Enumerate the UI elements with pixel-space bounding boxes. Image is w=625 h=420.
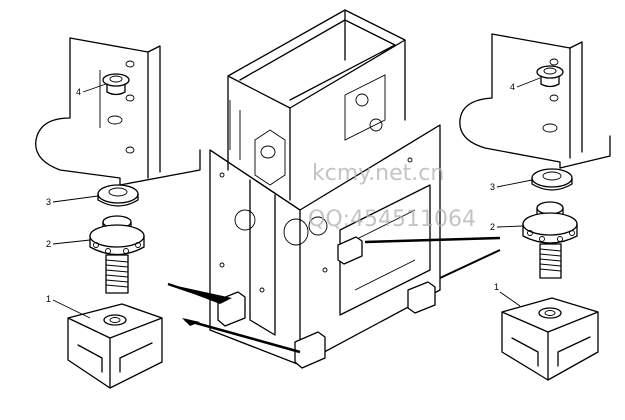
- right-part-3-washer: [531, 168, 573, 191]
- left-callouts: 4 3 2 1: [46, 83, 107, 319]
- right-callouts: 4 3 2 1: [490, 77, 541, 307]
- watermark-qq: QQ:454511064: [308, 207, 476, 232]
- right-part-4-bushing: [536, 65, 564, 88]
- callout-right-1: 1: [494, 282, 499, 292]
- watermark-site: kcmy.net.cn: [312, 161, 444, 186]
- left-part-4-bushing: [102, 73, 130, 96]
- left-panel-outline: [35, 37, 201, 186]
- callout-right-2: 2: [490, 222, 495, 232]
- callout-left-2: 2: [46, 239, 51, 249]
- machine-frame: [209, 9, 441, 369]
- callout-right-3: 3: [490, 182, 495, 192]
- right-part-2-leveling-screw: [522, 201, 578, 279]
- left-part-3-washer: [97, 184, 139, 207]
- left-part-2-leveling-screw: [89, 215, 145, 294]
- left-part-1-base-block: [67, 303, 163, 389]
- callout-left-3: 3: [46, 197, 51, 207]
- leader-arrows: [167, 236, 501, 354]
- right-panel-outline: [459, 33, 611, 169]
- callout-left-4: 4: [76, 87, 81, 97]
- right-part-1-base-block: [501, 297, 599, 381]
- callout-left-1: 1: [46, 294, 51, 304]
- callout-right-4: 4: [510, 82, 515, 92]
